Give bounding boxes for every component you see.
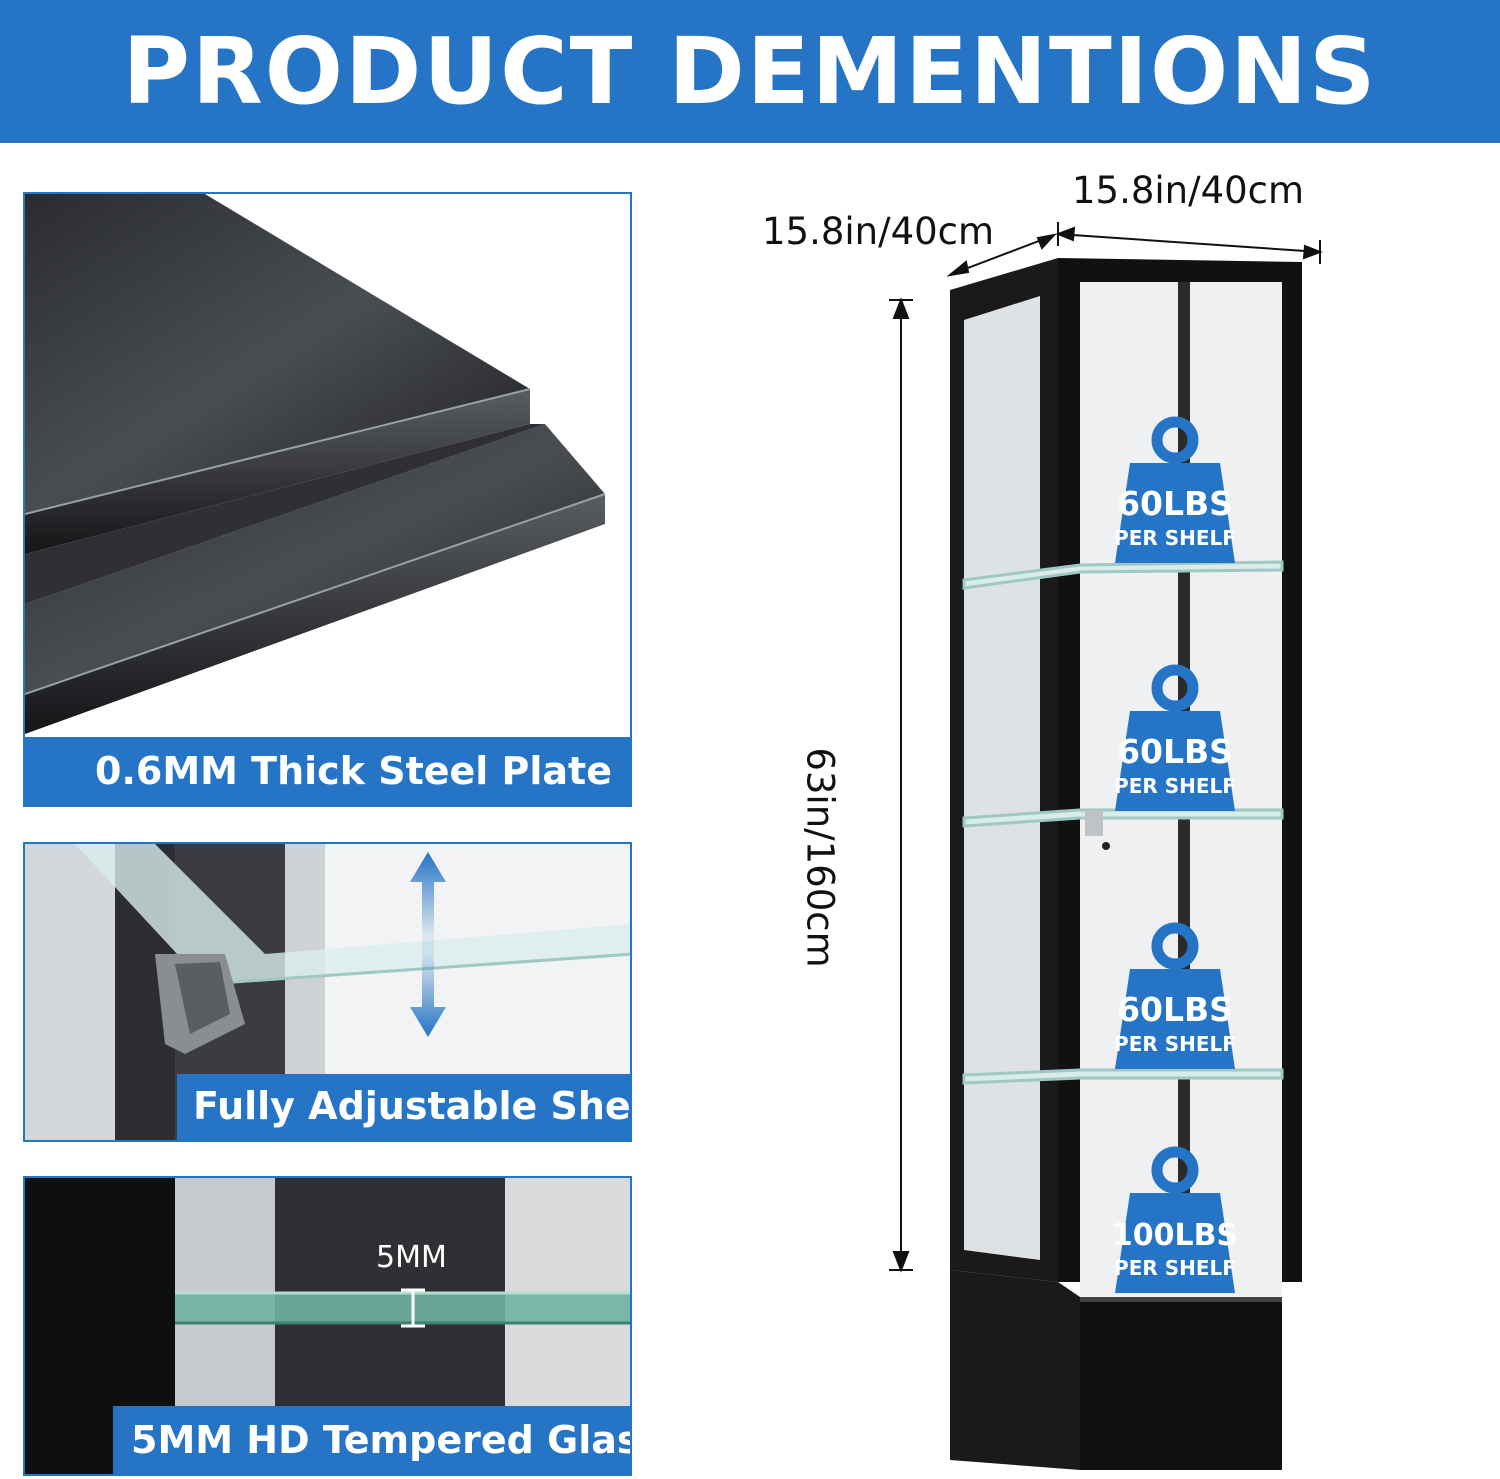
display-cabinet-illustration — [889, 222, 1323, 1470]
page-title: PRODUCT DEMENTIONS — [122, 18, 1378, 125]
lock-icon — [1085, 810, 1103, 836]
feature-caption: Fully Adjustable Shelf — [193, 1084, 632, 1128]
steel-plate-illustration — [25, 194, 630, 805]
tempered-glass-panel: 5MM 5MM HD Tempered Glass — [23, 1176, 632, 1476]
height-dimension-label: 63in/160cm — [798, 747, 842, 968]
glass-shelves — [962, 560, 1284, 1085]
width-dimension-line — [1055, 222, 1323, 264]
glass-thickness-label: 5MM — [376, 1240, 447, 1275]
caption-bar — [25, 737, 630, 805]
width-dimension-label: 15.8in/40cm — [1072, 169, 1305, 212]
caption-bar — [113, 1406, 630, 1474]
caption-bar — [177, 1074, 630, 1140]
depth-dimension-line — [946, 233, 1057, 277]
height-dimension-line — [889, 297, 913, 1273]
key-icon — [1102, 842, 1110, 850]
header-banner — [0, 0, 1500, 143]
steel-plate-panel: 0.6MM Thick Steel Plate — [23, 192, 632, 807]
depth-dimension-label: 15.8in/40cm — [762, 210, 995, 253]
adjustable-shelf-panel: Fully Adjustable Shelf — [23, 842, 632, 1142]
up-down-arrow-icon — [410, 852, 446, 1037]
feature-caption: 0.6MM Thick Steel Plate — [95, 749, 612, 793]
feature-caption: 5MM HD Tempered Glass — [131, 1418, 632, 1462]
